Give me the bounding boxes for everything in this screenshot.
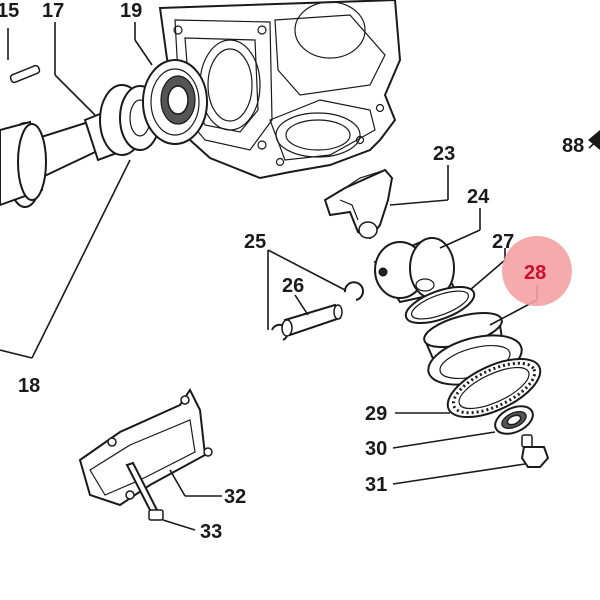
shift-fork xyxy=(323,168,394,240)
label-28: 28 xyxy=(524,262,546,284)
snap-ring xyxy=(404,285,476,325)
label-19: 19 xyxy=(120,0,142,22)
label-15: 15 xyxy=(0,0,19,22)
label-27: 27 xyxy=(492,231,514,253)
seal-washer xyxy=(494,405,534,435)
drain-bolt xyxy=(520,434,550,468)
gearbox-housing xyxy=(158,0,402,180)
label-26: 26 xyxy=(282,275,304,297)
label-33: 33 xyxy=(200,521,222,543)
arrow-88-icon xyxy=(588,130,600,150)
part-labels: 15 17 19 88 23 24 25 26 27 28 18 29 30 3… xyxy=(0,0,584,543)
shaft-key xyxy=(9,64,41,84)
label-25: 25 xyxy=(244,231,266,253)
mounting-bracket xyxy=(78,388,213,507)
label-88: 88 xyxy=(562,135,584,157)
circlip-pair xyxy=(271,281,364,341)
label-18: 18 xyxy=(18,375,40,397)
label-29: 29 xyxy=(365,403,387,425)
label-23: 23 xyxy=(433,143,455,165)
input-shaft-assembly xyxy=(0,59,208,208)
label-32: 32 xyxy=(224,486,246,508)
highlight-marker xyxy=(502,236,572,306)
piston xyxy=(373,236,457,304)
bracket-screw xyxy=(125,461,164,521)
piston-pin xyxy=(281,303,343,337)
label-31: 31 xyxy=(365,474,387,496)
gasket xyxy=(446,357,542,419)
label-24: 24 xyxy=(467,186,490,208)
leader-lines xyxy=(0,22,600,531)
label-17: 17 xyxy=(42,0,64,22)
label-30: 30 xyxy=(365,438,387,460)
